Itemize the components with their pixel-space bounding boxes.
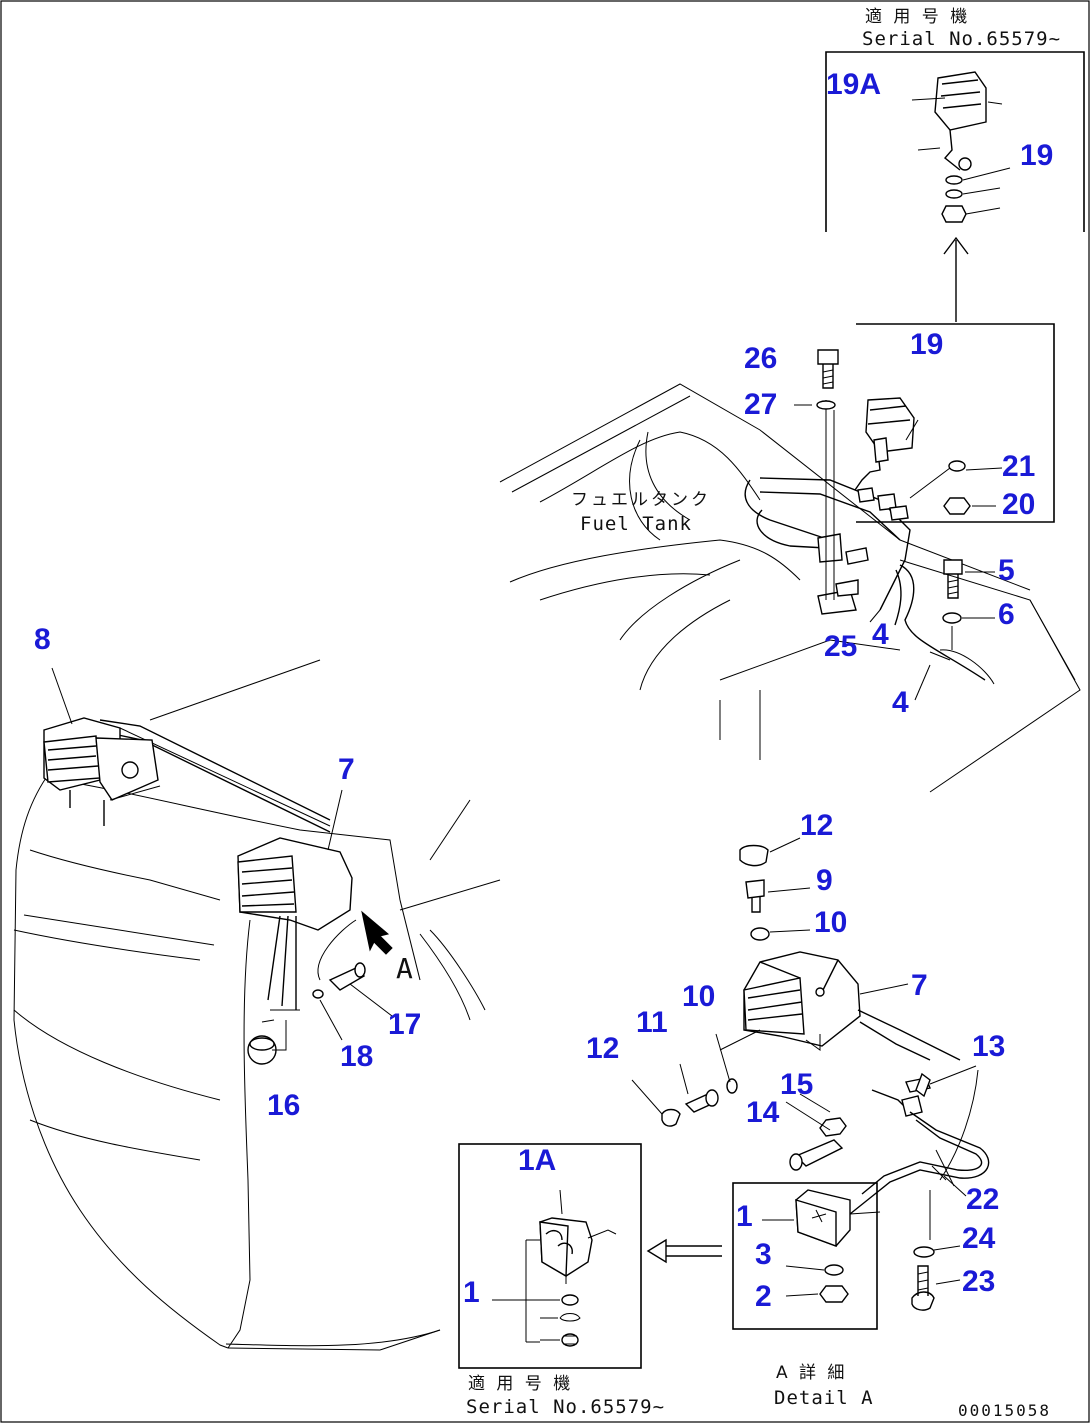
callout-10-top: 10 bbox=[814, 906, 847, 939]
fuel-tank-view bbox=[499, 349, 1081, 793]
callout-12-left: 12 bbox=[586, 1032, 619, 1065]
callout-19-top: 19 bbox=[1020, 139, 1053, 172]
cab-view bbox=[13, 659, 501, 1351]
view-arrow-letter: A bbox=[396, 952, 414, 985]
callout-16: 16 bbox=[267, 1089, 300, 1122]
detail-en: Detail A bbox=[774, 1387, 874, 1409]
callout-3: 3 bbox=[755, 1238, 772, 1271]
callout-1-inset: 1 bbox=[463, 1276, 480, 1309]
fuel-tank-jp: フュエルタンク bbox=[571, 490, 711, 510]
serial-bottom-en: Serial No.65579~ bbox=[466, 1396, 665, 1418]
callout-26: 26 bbox=[744, 342, 777, 375]
callout-21: 21 bbox=[1002, 450, 1035, 483]
callout-20: 20 bbox=[1002, 488, 1035, 521]
serial-top-en: Serial No.65579~ bbox=[862, 28, 1061, 50]
callout-15: 15 bbox=[780, 1068, 813, 1101]
callout-8: 8 bbox=[34, 623, 51, 656]
callout-4a: 4 bbox=[872, 618, 889, 651]
callout-17: 17 bbox=[388, 1008, 421, 1041]
detail-jp: A 詳 細 bbox=[776, 1363, 847, 1383]
drawing-code: 00015058 bbox=[958, 1401, 1051, 1420]
callout-2: 2 bbox=[755, 1280, 772, 1313]
callout-22: 22 bbox=[966, 1183, 999, 1216]
callout-19-mid: 19 bbox=[910, 328, 943, 361]
inset-serial-top: 適 用 号 機 Serial No.65579~ bbox=[825, 7, 1085, 322]
detail-arrow bbox=[646, 1238, 722, 1264]
callout-27: 27 bbox=[744, 388, 777, 421]
bolt-5-washer-6 bbox=[869, 559, 995, 701]
callout-24: 24 bbox=[962, 1222, 996, 1255]
callout-13: 13 bbox=[972, 1030, 1005, 1063]
inset-serial-bottom bbox=[458, 1143, 642, 1369]
callout-4b: 4 bbox=[892, 686, 909, 719]
callout-6: 6 bbox=[998, 598, 1015, 631]
fuel-tank-en: Fuel Tank bbox=[580, 513, 692, 535]
callout-5: 5 bbox=[998, 554, 1015, 587]
callout-11: 11 bbox=[636, 1006, 668, 1039]
callout-1A: 1A bbox=[518, 1144, 556, 1177]
detail-a-box bbox=[732, 1182, 881, 1330]
serial-top-jp: 適 用 号 機 bbox=[865, 7, 970, 27]
callout-12-top: 12 bbox=[800, 809, 833, 842]
serial-bottom-jp: 適 用 号 機 bbox=[468, 1374, 573, 1394]
callout-23: 23 bbox=[962, 1265, 995, 1298]
callout-7-right: 7 bbox=[911, 969, 928, 1002]
callout-9: 9 bbox=[816, 864, 833, 897]
callout-1: 1 bbox=[736, 1200, 753, 1233]
lamp-7-exploded bbox=[631, 837, 990, 1240]
callout-7-left: 7 bbox=[338, 753, 355, 786]
lamp-19-box bbox=[854, 323, 1055, 523]
bolt-23-washer-24 bbox=[911, 1245, 961, 1311]
callout-18: 18 bbox=[340, 1040, 373, 1073]
callout-25: 25 bbox=[824, 630, 857, 663]
callout-14: 14 bbox=[746, 1096, 780, 1129]
callout-10-mid: 10 bbox=[682, 980, 715, 1013]
callout-19A-top: 19A bbox=[826, 68, 881, 101]
